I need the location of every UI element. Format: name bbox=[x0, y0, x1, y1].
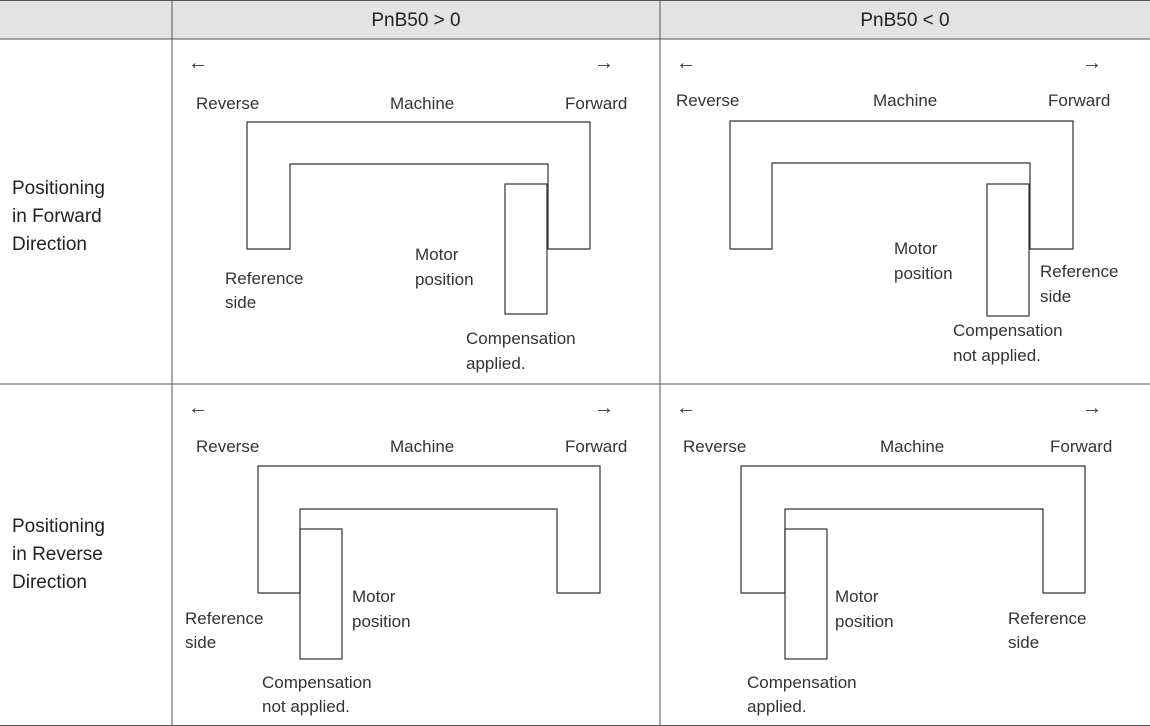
label-side: side bbox=[225, 293, 256, 312]
label-position: position bbox=[415, 270, 474, 289]
label-reverse: Reverse bbox=[676, 91, 739, 110]
label-reverse: Reverse bbox=[196, 437, 259, 456]
label-not-applied: not applied. bbox=[953, 346, 1041, 365]
cell-forward-pnb50-negative: ← → Reverse Machine Forward Motor positi… bbox=[676, 52, 1118, 365]
header-pnb50-negative: PnB50 < 0 bbox=[860, 10, 949, 31]
label-compensation: Compensation bbox=[747, 673, 857, 692]
label-forward: Forward bbox=[1050, 437, 1112, 456]
cell-forward-pnb50-positive: ← → Reverse Machine Forward Reference si… bbox=[188, 52, 627, 373]
svg-text:Positioning: Positioning bbox=[12, 178, 105, 199]
left-arrow: ← bbox=[188, 52, 208, 74]
label-reverse: Reverse bbox=[683, 437, 746, 456]
label-side: side bbox=[1008, 633, 1039, 652]
motor-block bbox=[299, 528, 343, 660]
motor-block bbox=[504, 183, 548, 315]
svg-text:Positioning: Positioning bbox=[12, 516, 105, 537]
svg-text:in Reverse: in Reverse bbox=[12, 544, 103, 565]
header-pnb50-positive: PnB50 > 0 bbox=[371, 10, 460, 31]
motor-block bbox=[784, 528, 828, 660]
label-reference: Reference bbox=[225, 269, 303, 288]
left-arrow: ← bbox=[676, 52, 696, 74]
machine-outline bbox=[246, 121, 591, 250]
label-compensation: Compensation bbox=[262, 673, 372, 692]
label-position: position bbox=[835, 612, 894, 631]
label-reverse: Reverse bbox=[196, 94, 259, 113]
row-label-forward: Positioning in Forward Direction bbox=[12, 178, 105, 255]
label-machine: Machine bbox=[873, 91, 937, 110]
label-forward: Forward bbox=[1048, 91, 1110, 110]
label-machine: Machine bbox=[390, 94, 454, 113]
label-side: side bbox=[1040, 287, 1071, 306]
label-motor: Motor bbox=[894, 239, 938, 258]
cell-reverse-pnb50-negative: ← → Reverse Machine Forward Motor positi… bbox=[676, 397, 1112, 716]
label-forward: Forward bbox=[565, 94, 627, 113]
right-arrow: → bbox=[594, 397, 614, 419]
right-arrow: → bbox=[1082, 397, 1102, 419]
label-forward: Forward bbox=[565, 437, 627, 456]
label-machine: Machine bbox=[390, 437, 454, 456]
machine-outline bbox=[257, 465, 601, 594]
label-compensation: Compensation bbox=[466, 329, 576, 348]
right-arrow: → bbox=[594, 52, 614, 74]
svg-text:Direction: Direction bbox=[12, 234, 87, 255]
machine-outline bbox=[740, 465, 1086, 594]
label-compensation: Compensation bbox=[953, 321, 1063, 340]
label-reference: Reference bbox=[1040, 262, 1118, 281]
right-arrow: → bbox=[1082, 52, 1102, 74]
label-position: position bbox=[894, 264, 953, 283]
left-arrow: ← bbox=[188, 397, 208, 419]
label-side: side bbox=[185, 633, 216, 652]
label-machine: Machine bbox=[880, 437, 944, 456]
machine-outline bbox=[729, 120, 1074, 250]
label-applied: applied. bbox=[747, 697, 807, 716]
label-reference: Reference bbox=[1008, 609, 1086, 628]
motor-block bbox=[986, 183, 1030, 317]
svg-text:in Forward: in Forward bbox=[12, 206, 102, 227]
cell-reverse-pnb50-positive: ← → Reverse Machine Forward Reference si… bbox=[185, 397, 627, 716]
label-motor: Motor bbox=[415, 245, 459, 264]
label-motor: Motor bbox=[835, 587, 879, 606]
svg-text:Direction: Direction bbox=[12, 572, 87, 593]
label-position: position bbox=[352, 612, 411, 631]
header-background bbox=[0, 0, 1150, 39]
left-arrow: ← bbox=[676, 397, 696, 419]
label-not-applied: not applied. bbox=[262, 697, 350, 716]
row-label-reverse: Positioning in Reverse Direction bbox=[12, 516, 105, 593]
label-motor: Motor bbox=[352, 587, 396, 606]
label-reference: Reference bbox=[185, 609, 263, 628]
label-applied: applied. bbox=[466, 354, 526, 373]
